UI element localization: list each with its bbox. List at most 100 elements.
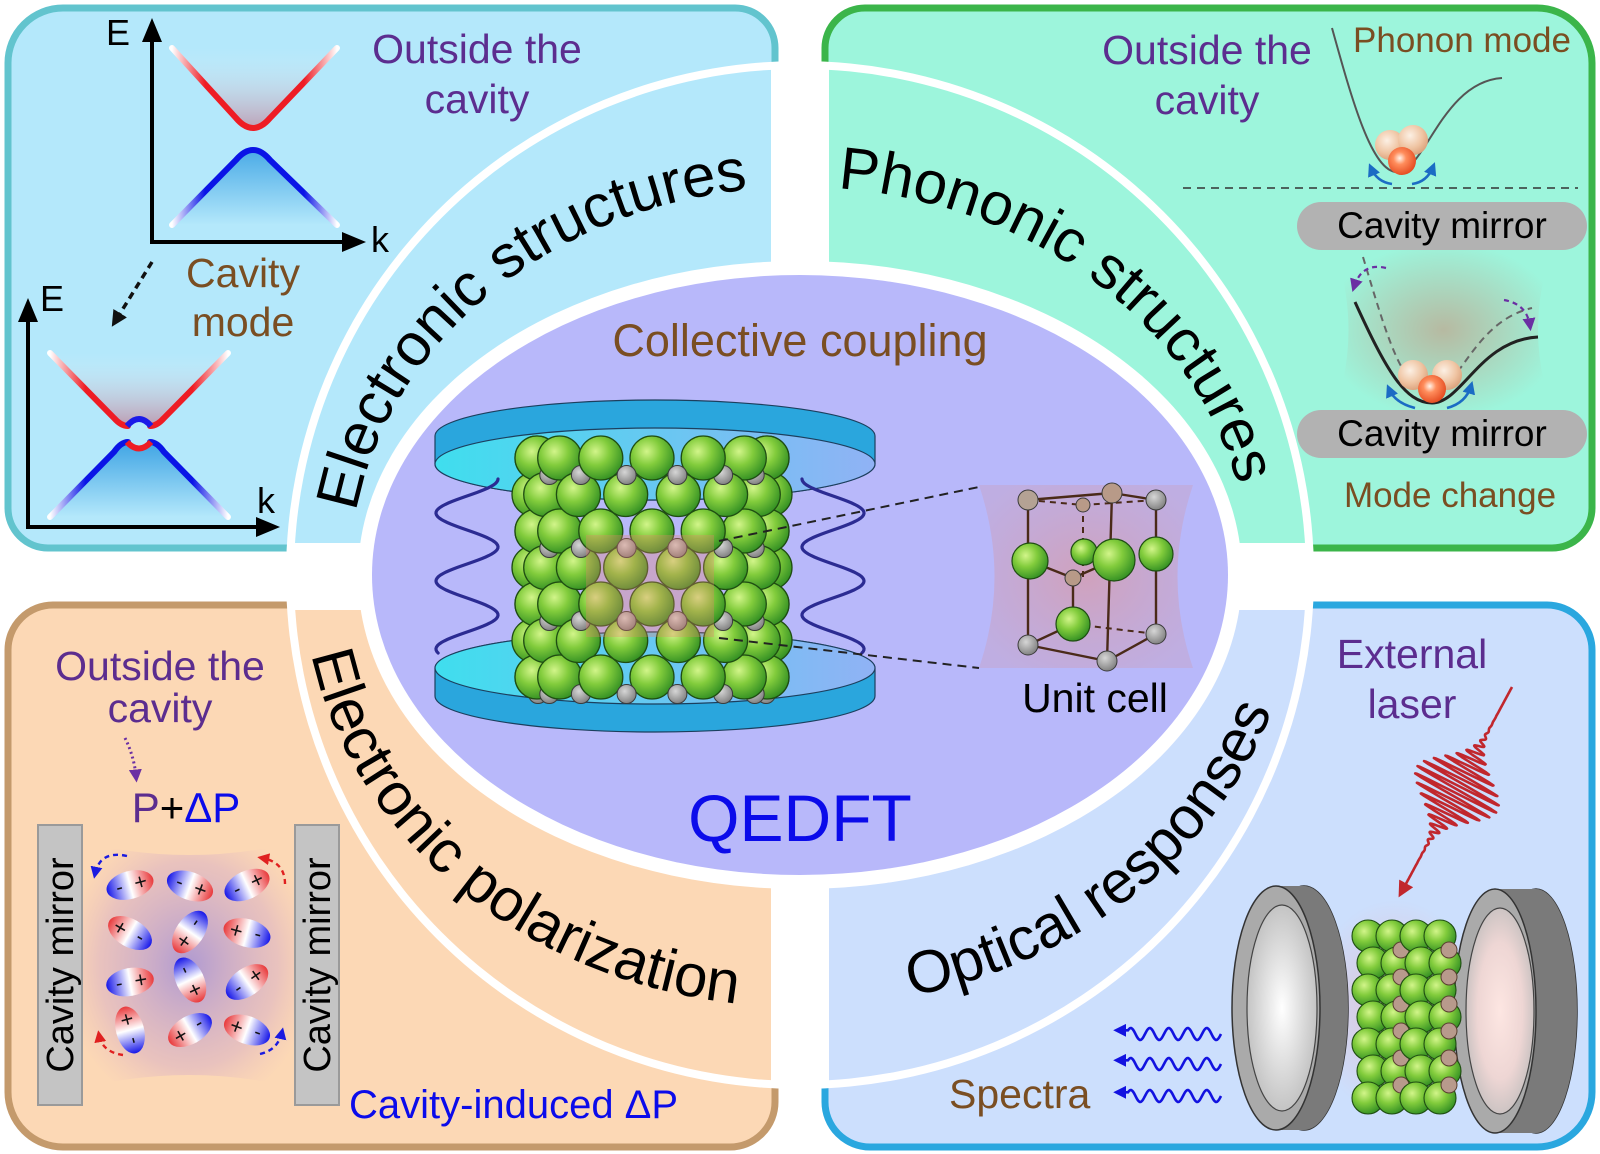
- stack-metal-atom: [1440, 995, 1458, 1013]
- dipole: -+: [166, 870, 214, 903]
- unit-cell-halide-atom: [1138, 536, 1174, 572]
- halide-atom: [578, 581, 624, 627]
- stack-metal-atom: [1440, 1022, 1458, 1040]
- mode-change-label: Mode change: [1344, 476, 1556, 515]
- unit-cell-corner-atom: [1096, 650, 1118, 672]
- spectra-wave-arrow: [1113, 1053, 1223, 1072]
- dipole-grid: -+-+-+-+-+-+-+-+-+-+-+-+: [106, 866, 271, 1054]
- polarization-plus: +: [160, 784, 185, 831]
- dipole: -+: [224, 866, 270, 902]
- halide-atom: [629, 435, 675, 481]
- dipole: -+: [170, 910, 208, 954]
- cavity-mirror-top-label: Cavity mirror: [1337, 205, 1547, 246]
- vibration-arrow-right-icon: [1446, 381, 1476, 410]
- unit-cell-corner-atom: [1017, 489, 1039, 511]
- dipole-body: [108, 915, 152, 951]
- phonon-mode-label: Phonon mode: [1353, 21, 1571, 60]
- halide-atom: [578, 508, 624, 554]
- outside-cavity-label-line1: Outside the: [55, 643, 265, 689]
- unit-cell-corner-atom: [1145, 623, 1167, 645]
- dipole-positive-sign: +: [131, 868, 150, 895]
- dipole-body: [224, 868, 270, 902]
- dipole-body: [223, 1014, 271, 1046]
- band-diagram-inside-cavity: E k: [18, 278, 280, 537]
- dipole: -+: [223, 917, 271, 948]
- metal-atom: [616, 684, 637, 704]
- spectra-wave-arrow: [1113, 1023, 1223, 1042]
- atom-ball-active-icon: [1388, 147, 1416, 175]
- mirror-disk-face: [1465, 907, 1535, 1115]
- unit-cell-center-atom: [1064, 569, 1082, 587]
- stack-metal-atom: [1440, 1049, 1458, 1067]
- spectra-wave-arrow: [1113, 1085, 1223, 1104]
- metal-atom: [667, 611, 688, 631]
- unit-cell-corner-atom: [1101, 482, 1123, 504]
- dipole: -+: [168, 1012, 212, 1050]
- dipole-body: [106, 967, 154, 997]
- unit-cell-label: Unit cell: [1022, 675, 1168, 721]
- hybrid-conduction-band-right: [147, 350, 231, 429]
- energy-axis-lower-arrow-icon: [18, 298, 38, 322]
- unit-cell-halide-atom: [1092, 538, 1136, 582]
- stack-metal-atom: [1440, 1076, 1458, 1094]
- vibration-arrow-left-icon: [1368, 163, 1393, 186]
- cavity-mirror-bottom: [1297, 410, 1587, 458]
- cavity-mode-label-line1: Cavity: [186, 250, 300, 296]
- metal-atom: [616, 465, 637, 485]
- electronic-structures-box-border: [4, 4, 779, 552]
- polarization-delta: ΔP: [184, 784, 240, 831]
- unit-cell-highlight: [586, 535, 714, 637]
- conduction-band-fill: [172, 48, 337, 128]
- outside-cavity-label-line1: Outside the: [372, 26, 582, 72]
- halide-atom: [629, 581, 675, 627]
- cavity-mirror-right-label: Cavity mirror: [297, 857, 339, 1073]
- electronic-structures-panel: E k Outside the cavity Cavity mode E k: [18, 12, 582, 537]
- external-laser-label-line1: External: [1337, 631, 1487, 677]
- outside-cavity-label-line1: Outside the: [1102, 27, 1312, 73]
- momentum-axis-arrow-icon: [342, 232, 366, 252]
- energy-axis-lower-label: E: [40, 278, 64, 319]
- emitted-spectra-waves: [1113, 1023, 1223, 1104]
- dipole-positive-sign: +: [227, 917, 246, 944]
- cavity-mirror-right: [294, 824, 340, 1106]
- dipole: -+: [223, 1013, 271, 1046]
- dipole: -+: [106, 868, 154, 900]
- hybrid-valence-band-fill: [50, 442, 228, 517]
- stack-metal-atom: [1440, 941, 1458, 959]
- mode-change-arrow-right-icon: [1503, 298, 1536, 332]
- dipole: -+: [173, 957, 209, 1003]
- rotation-arrow-bottom-right-icon: [259, 1027, 287, 1056]
- material-stack: [1351, 919, 1462, 1115]
- left-coupling-spring: [434, 477, 500, 655]
- dipole-body: [168, 1012, 212, 1048]
- dipole-body: [173, 957, 207, 1003]
- energy-axis-label: E: [106, 12, 130, 53]
- halide-atom: [629, 654, 675, 700]
- laser-pulse-group: [1398, 686, 1514, 898]
- dipole-positive-sign: +: [113, 1010, 140, 1029]
- metal-atom: [616, 538, 637, 558]
- energy-axis-arrow-icon: [142, 18, 162, 42]
- halide-atom: [578, 654, 624, 700]
- unit-cell-background: [979, 485, 1193, 668]
- halide-atom: [629, 508, 675, 554]
- valence-band-fill: [172, 150, 337, 225]
- crystal-cylinder: [511, 435, 793, 704]
- atom-ball-active-icon: [1418, 375, 1446, 403]
- coupling-springs: [434, 477, 866, 655]
- metal-atom: [667, 684, 688, 704]
- momentum-axis-lower-arrow-icon: [256, 517, 280, 537]
- dipole: -+: [106, 966, 154, 997]
- dipole: -+: [108, 914, 152, 951]
- dotted-arrow-icon: [123, 737, 142, 783]
- center-panel: Collective coupling: [434, 315, 1193, 855]
- electronic-polarization-box-border: [4, 601, 779, 1151]
- dipole-negative-sign: -: [114, 972, 124, 995]
- metal-atom: [616, 611, 637, 631]
- dipole-body: [166, 870, 214, 902]
- mirror-disk-face: [1246, 904, 1318, 1112]
- hybrid-valence-band-left: [47, 439, 131, 520]
- external-laser-label-line2: laser: [1368, 681, 1457, 727]
